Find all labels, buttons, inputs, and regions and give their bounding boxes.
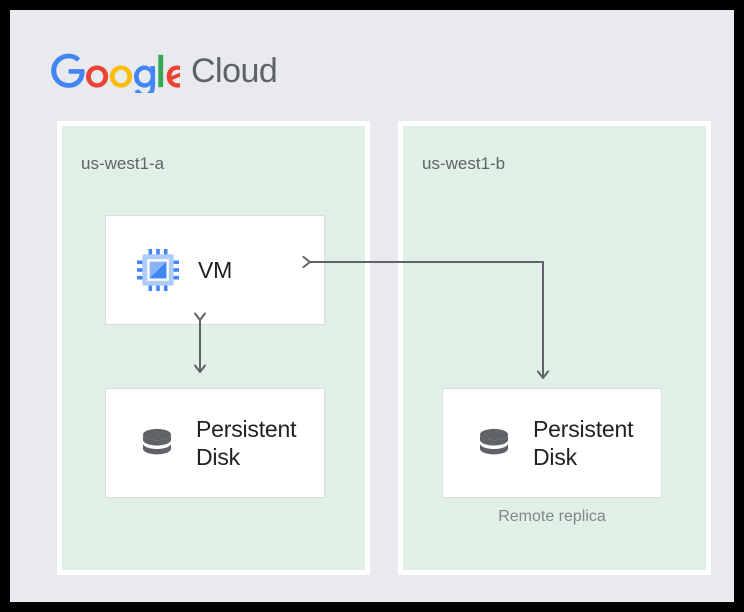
component-label-persistent-disk-replica: Persistent Disk xyxy=(533,415,634,470)
database-disk-icon xyxy=(143,428,171,455)
diagram-canvas: Cloud us-west1-a xyxy=(10,10,734,602)
component-label-persistent-disk-primary: Persistent Disk xyxy=(196,415,297,470)
component-card-persistent-disk-replica[interactable]: Persistent Disk xyxy=(442,388,662,498)
zone-label-us-west1-a: us-west1-a xyxy=(81,154,165,173)
zone-label-us-west1-b: us-west1-b xyxy=(422,154,506,173)
brand-cloud-text: Cloud xyxy=(191,52,278,90)
component-label-vm: VM xyxy=(198,256,233,283)
google-cloud-logo: Cloud xyxy=(48,48,278,94)
google-wordmark-icon xyxy=(51,53,180,93)
zone-us-west1-b: us-west1-b Persistent Disk Remote replic… xyxy=(398,121,711,575)
component-card-vm[interactable]: VM xyxy=(105,215,325,325)
zone-us-west1-a: us-west1-a xyxy=(57,121,370,575)
database-disk-icon xyxy=(480,428,508,455)
caption-remote-replica: Remote replica xyxy=(498,508,606,525)
component-card-persistent-disk-primary[interactable]: Persistent Disk xyxy=(105,388,325,498)
cpu-chip-icon xyxy=(137,249,179,291)
